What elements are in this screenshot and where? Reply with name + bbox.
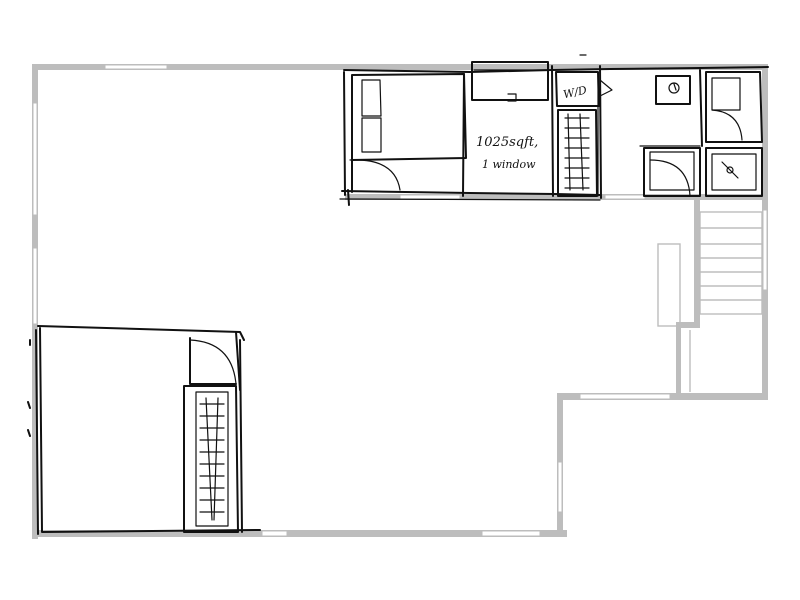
window-lower-right <box>579 393 671 400</box>
closet <box>183 385 239 533</box>
door-swing-icon <box>189 339 237 385</box>
door-swing-icon <box>349 159 401 191</box>
window-left-1 <box>32 102 38 216</box>
wall-right-upper <box>762 64 768 204</box>
washer-dryer-label: W/D <box>562 84 588 102</box>
washer-dryer <box>555 71 600 107</box>
wall-stair-left <box>694 200 700 327</box>
window-step-1 <box>557 461 563 513</box>
wall-stair-landing-post <box>676 322 681 394</box>
landing-rail <box>657 243 681 327</box>
shower-icon <box>643 147 701 197</box>
wall-bottom <box>32 530 567 537</box>
wall-top-right <box>345 64 768 70</box>
wall-upper-suite-bottom <box>345 194 768 200</box>
window-upper-2 <box>604 194 646 200</box>
wall-right-lower <box>762 200 768 400</box>
area-note-line1: 1025sqft, <box>476 135 538 150</box>
bed <box>351 73 467 161</box>
window-top-1 <box>104 64 168 70</box>
dresser <box>471 61 549 101</box>
window-right-1 <box>762 209 768 291</box>
upper-suite-sketch <box>339 54 769 206</box>
windows <box>32 64 768 537</box>
wall-stair-landing <box>676 322 700 328</box>
stair <box>657 211 763 392</box>
toilet-icon <box>655 75 691 105</box>
wall-top-left <box>32 64 350 70</box>
window-bottom-2 <box>481 530 541 537</box>
closet <box>551 65 554 197</box>
window-left-2 <box>32 247 38 325</box>
window-upper-1 <box>399 194 461 200</box>
area-note-line2: 1 window <box>482 158 536 171</box>
window-bottom-1 <box>261 530 288 537</box>
lower-bedroom-sketch <box>27 325 261 535</box>
stair-treads-icon <box>699 211 763 315</box>
